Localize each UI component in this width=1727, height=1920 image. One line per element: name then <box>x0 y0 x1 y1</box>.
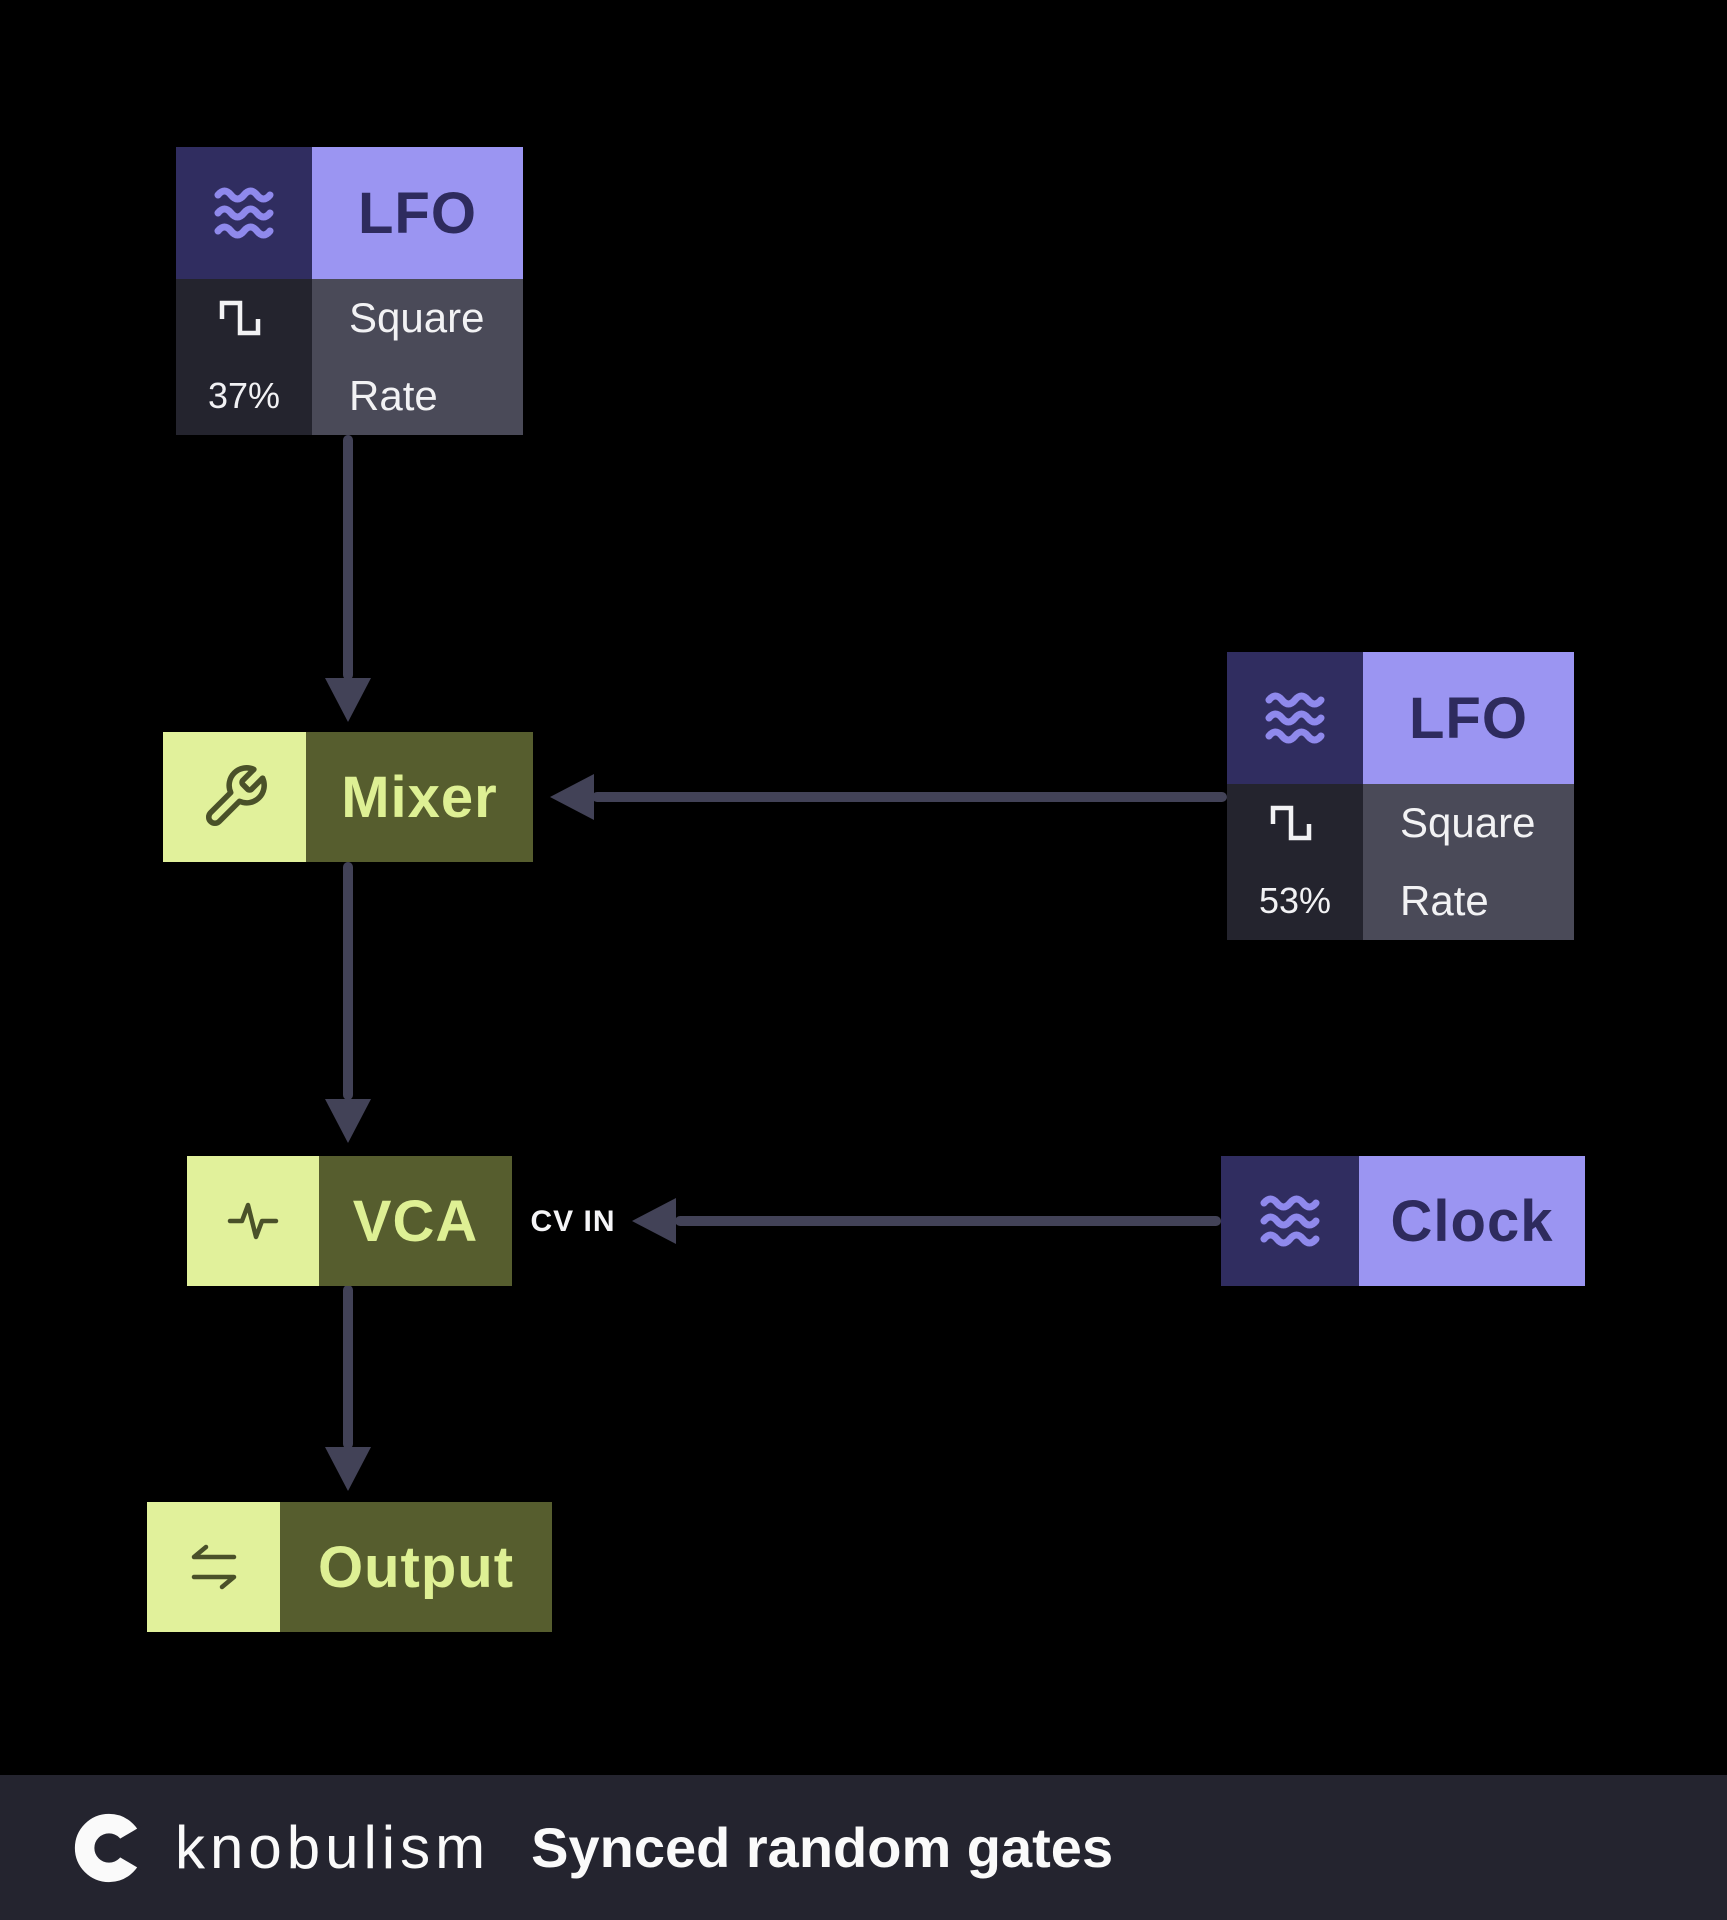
node-output: Output <box>147 1502 552 1632</box>
rate-value: 53% <box>1258 880 1332 921</box>
waveform-label: Square <box>349 294 485 341</box>
rate-label: Rate <box>349 372 438 419</box>
arrow-lfo2-to-mixer <box>592 792 1227 802</box>
arrowhead-lfo2-to-mixer <box>550 774 594 820</box>
square-wave-icon <box>1227 784 1363 862</box>
square-wave-icon <box>176 279 312 357</box>
node-title: LFO <box>1409 685 1528 751</box>
wrench-icon <box>163 732 306 862</box>
cv-in-label: CV IN <box>530 1205 616 1238</box>
rate-value: 37% <box>207 375 281 416</box>
waveform-label: Square <box>1400 799 1536 846</box>
node-title: Mixer <box>341 764 498 830</box>
node-title: Clock <box>1390 1188 1554 1254</box>
arrow-vca-to-output <box>343 1285 353 1449</box>
node-lfo-1: LFO 37% Square Rate <box>176 147 523 435</box>
node-title: Output <box>317 1534 515 1600</box>
arrowhead-lfo1-to-mixer <box>325 678 371 722</box>
waves-icon <box>1227 652 1363 784</box>
arrowhead-mixer-to-vca <box>325 1099 371 1143</box>
knobulism-logo-icon <box>70 1809 148 1887</box>
arrowhead-vca-to-output <box>325 1447 371 1491</box>
patch-caption: Synced random gates <box>531 1816 1114 1879</box>
rate-label: Rate <box>1400 877 1489 924</box>
arrow-lfo1-to-mixer <box>343 435 353 680</box>
node-mixer: Mixer <box>163 732 533 862</box>
arrow-mixer-to-vca <box>343 862 353 1100</box>
arrow-clock-to-vca-cv <box>675 1216 1221 1226</box>
node-title: LFO <box>358 180 477 246</box>
pulse-icon <box>187 1156 319 1286</box>
footer-bar: knobulism Synced random gates <box>0 1775 1727 1920</box>
waves-icon <box>176 147 312 279</box>
waves-icon <box>1221 1156 1359 1286</box>
node-clock: Clock <box>1221 1156 1585 1286</box>
transfer-icon <box>147 1502 280 1632</box>
node-vca: VCA <box>187 1156 512 1286</box>
brand-name: knobulism <box>175 1814 491 1881</box>
node-title: VCA <box>352 1188 479 1254</box>
node-lfo-2: LFO 53% Square Rate <box>1227 652 1574 940</box>
arrowhead-clock-to-vca-cv <box>632 1198 676 1244</box>
